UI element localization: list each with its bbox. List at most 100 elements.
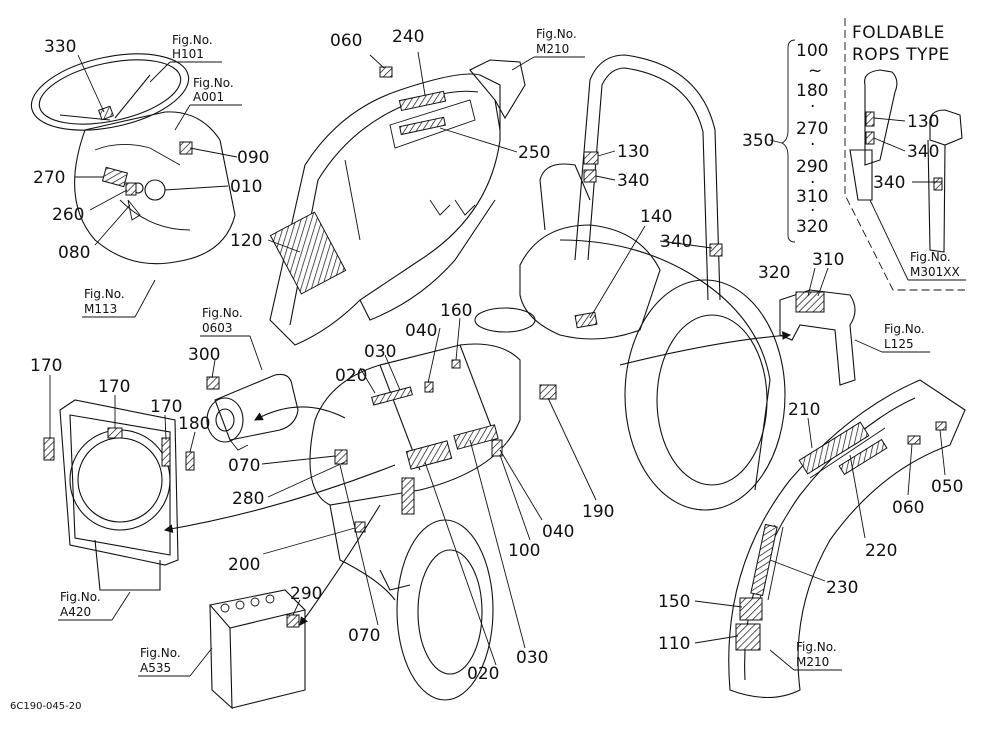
callout-030: 030 xyxy=(516,648,548,668)
fig-code: L125 xyxy=(884,337,914,351)
decal-260 xyxy=(125,182,137,196)
callout-290: 290 xyxy=(290,584,322,604)
rops-code-bracket xyxy=(780,39,796,243)
fig-ref-m301xx: Fig.No. M301XX xyxy=(869,199,966,281)
decal-340-foldable xyxy=(865,131,875,145)
rops-frame-drawing xyxy=(574,54,723,301)
callout-050: 050 xyxy=(931,477,963,497)
rops-code: 270 xyxy=(796,119,828,139)
callout-350: 350 xyxy=(742,131,774,151)
decal-340-rops xyxy=(583,169,597,183)
callout-020: 020 xyxy=(467,664,499,684)
fig-ref-h101: Fig.No. H101 xyxy=(149,33,222,83)
callout-numbers: 330 270 260 080 090 010 120 060 240 250 … xyxy=(30,27,963,684)
fig-label: Fig.No. xyxy=(796,640,837,654)
callout-080: 080 xyxy=(58,243,90,263)
fig-code: M210 xyxy=(796,655,829,669)
callout-170-right: 170 xyxy=(150,397,182,417)
callout-150: 150 xyxy=(658,592,690,612)
callout-270: 270 xyxy=(33,168,65,188)
callout-090: 090 xyxy=(237,148,269,168)
callout-310: 310 xyxy=(812,250,844,270)
decal-060-fender xyxy=(907,435,921,445)
decal-270 xyxy=(101,166,129,188)
decal-170-center xyxy=(107,427,123,439)
decal-340-rops-right xyxy=(709,243,723,257)
rops-code: 290 xyxy=(796,157,828,177)
decal-020 xyxy=(405,440,453,470)
decal-240 xyxy=(398,90,447,112)
decal-330 xyxy=(98,105,114,121)
decal-230 xyxy=(750,523,778,597)
fig-ref-a420: Fig.No. A420 xyxy=(58,590,131,621)
steering-column-drawing xyxy=(30,53,236,265)
rops-code: 320 xyxy=(796,217,828,237)
callout-230: 230 xyxy=(826,578,858,598)
callout-060-fender: 060 xyxy=(892,498,924,518)
fig-label: Fig.No. xyxy=(84,287,125,301)
rops-code: · xyxy=(810,201,815,221)
callout-340-right: 340 xyxy=(660,232,692,252)
callout-030-top: 030 xyxy=(364,342,396,362)
callout-110: 110 xyxy=(658,634,690,654)
callout-260: 260 xyxy=(52,205,84,225)
decal-320-310 xyxy=(795,291,825,313)
decal-140 xyxy=(574,311,598,329)
callout-280: 280 xyxy=(232,489,264,509)
dash-panel-drawing xyxy=(269,59,526,346)
callout-170-center: 170 xyxy=(98,377,130,397)
air-cleaner-drawing xyxy=(206,373,299,451)
tractor-body-drawing xyxy=(309,163,786,701)
decal-220 xyxy=(838,438,888,476)
callout-200: 200 xyxy=(228,555,260,575)
decal-210 xyxy=(798,421,870,475)
callout-070: 070 xyxy=(228,456,260,476)
decal-160 xyxy=(451,359,461,369)
fig-ref-a535: Fig.No. A535 xyxy=(138,646,213,677)
decal-100 xyxy=(491,439,503,457)
fig-ref-a001: Fig.No. A001 xyxy=(174,76,242,131)
callout-210: 210 xyxy=(788,400,820,420)
callout-160: 160 xyxy=(440,301,472,321)
callout-100: 100 xyxy=(508,541,540,561)
fig-code: A001 xyxy=(193,90,224,104)
fig-label: Fig.No. xyxy=(910,250,951,264)
callout-040: 040 xyxy=(542,522,574,542)
fig-code: M301XX xyxy=(910,265,960,279)
decal-180 xyxy=(185,451,195,471)
fig-code: M210 xyxy=(536,42,569,56)
callout-250: 250 xyxy=(518,143,550,163)
fig-label: Fig.No. xyxy=(193,76,234,90)
decal-120 xyxy=(269,211,347,295)
decal-300 xyxy=(206,376,220,390)
fig-ref-m210-bottom: Fig.No. M210 xyxy=(769,640,842,671)
rops-code: 310 xyxy=(796,187,828,207)
fig-ref-0603: Fig.No. 0603 xyxy=(200,306,263,371)
decal-130-rops xyxy=(583,151,599,165)
fig-code: H101 xyxy=(172,47,204,61)
rops-code: · xyxy=(810,97,815,117)
fig-code: M113 xyxy=(84,302,117,316)
decal-340-foldable-lower xyxy=(933,177,943,191)
fig-ref-m113: Fig.No. M113 xyxy=(82,279,156,318)
callout-240: 240 xyxy=(392,27,424,47)
decal-030 xyxy=(453,424,499,450)
rops-code: · xyxy=(810,173,815,193)
callout-060-top: 060 xyxy=(330,31,362,51)
callout-130-foldable: 130 xyxy=(907,112,939,132)
radiator-drawing xyxy=(43,399,195,591)
decal-150 xyxy=(739,597,763,621)
fig-label: Fig.No. xyxy=(60,590,101,604)
decal-250 xyxy=(399,116,446,136)
fig-code: A420 xyxy=(60,605,91,619)
callout-140: 140 xyxy=(640,207,672,227)
callout-130: 130 xyxy=(617,142,649,162)
callout-340-foldable: 340 xyxy=(907,142,939,162)
decal-030-top xyxy=(371,386,413,406)
decal-170-left xyxy=(43,437,55,461)
decal-290 xyxy=(286,614,300,628)
fig-label: Fig.No. xyxy=(202,306,243,320)
callout-330: 330 xyxy=(44,37,76,57)
side-panel-drawing xyxy=(779,289,856,386)
